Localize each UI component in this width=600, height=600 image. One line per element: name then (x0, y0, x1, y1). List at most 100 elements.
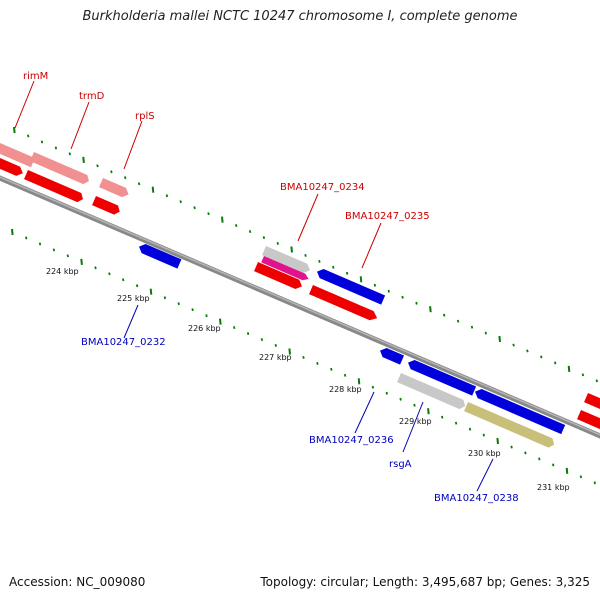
inner-major-tick (11, 228, 14, 236)
cds-edge-lower[interactable] (577, 410, 600, 430)
outer-tick-track (13, 126, 598, 383)
inner-minor-tick (399, 397, 402, 401)
outer-minor-tick (332, 265, 335, 269)
label-rplS[interactable]: rplS (135, 111, 155, 122)
outer-minor-tick (456, 319, 460, 323)
inner-minor-tick (510, 445, 513, 449)
inner-minor-tick (233, 326, 236, 330)
outer-major-tick (359, 276, 363, 283)
leader-BMA10247_0235 (361, 222, 382, 269)
label-leaders (14, 80, 494, 492)
inner-minor-tick (163, 296, 167, 300)
inner-minor-tick (552, 463, 555, 467)
outer-major-tick (13, 126, 16, 134)
inner-minor-tick (330, 367, 333, 371)
inner-minor-tick (52, 248, 56, 252)
outer-minor-tick (595, 379, 598, 383)
tick-label-227kbp: 227 kbp (259, 353, 292, 362)
cds-BMA10247_0232[interactable] (137, 242, 182, 269)
gene-BMA10247_0234[interactable] (262, 246, 312, 275)
outer-minor-tick (470, 325, 474, 329)
inner-minor-tick (441, 415, 444, 419)
outer-minor-tick (68, 152, 71, 156)
label-BMA10247_0234[interactable]: BMA10247_0234 (280, 182, 365, 193)
outer-minor-tick (304, 253, 307, 257)
outer-minor-tick (345, 271, 349, 275)
inner-minor-tick (191, 308, 194, 312)
outer-minor-tick (110, 170, 113, 174)
cds-edge-upper[interactable] (584, 393, 600, 411)
cds-BMA10247_0234[interactable] (254, 262, 304, 291)
inner-minor-tick (538, 457, 541, 461)
cds-rplS[interactable] (92, 196, 122, 216)
inner-major-tick (80, 258, 83, 265)
outer-minor-tick (581, 373, 585, 377)
gene-trmD[interactable] (30, 152, 91, 186)
label-BMA10247_0235[interactable]: BMA10247_0235 (345, 211, 430, 222)
map-title: Burkholderia mallei NCTC 10247 chromosom… (82, 9, 518, 24)
inner-minor-tick (468, 427, 472, 431)
tick-labels: 224 kbp 225 kbp 226 kbp 227 kbp 228 kbp … (46, 267, 570, 492)
cog-BMA10247_0238[interactable] (464, 402, 556, 449)
outer-major-tick (567, 365, 571, 372)
cds-trmD[interactable] (24, 170, 85, 204)
outer-minor-tick (248, 230, 252, 234)
outer-minor-tick (27, 134, 30, 138)
cds-BMA10247_0236[interactable] (378, 346, 405, 365)
inner-minor-tick (274, 343, 277, 347)
outer-minor-tick (401, 295, 404, 299)
outer-major-tick (429, 306, 432, 313)
cds-BMA10247_0235-reverse[interactable] (315, 267, 386, 305)
reverse-features (137, 242, 566, 449)
tick-label-230kbp: 230 kbp (468, 449, 501, 458)
outer-minor-tick (165, 194, 169, 198)
inner-minor-tick (302, 355, 305, 359)
inner-minor-tick (593, 481, 596, 485)
inner-minor-tick (524, 451, 527, 455)
tick-label-228kbp: 228 kbp (329, 385, 362, 394)
inner-minor-tick (316, 361, 319, 365)
label-BMA10247_0236[interactable]: BMA10247_0236 (309, 435, 394, 446)
outer-major-tick (221, 216, 224, 223)
tick-label-224kbp: 224 kbp (46, 267, 79, 276)
gene-rsgA[interactable] (397, 373, 467, 411)
outer-major-tick (82, 156, 85, 163)
inner-major-tick (427, 408, 430, 415)
inner-minor-tick (343, 373, 347, 377)
inner-minor-tick (205, 314, 208, 318)
outer-minor-tick (318, 259, 321, 263)
outer-minor-tick (54, 146, 58, 150)
leader-BMA10247_0234 (297, 193, 319, 242)
cds-rsgA[interactable] (406, 358, 477, 396)
cds-rimM[interactable] (0, 158, 25, 178)
cds-BMA10247_0238[interactable] (473, 387, 566, 435)
cds-BMA10247_0235[interactable] (309, 285, 379, 323)
inner-minor-tick (108, 272, 111, 276)
label-rsgA[interactable]: rsgA (389, 459, 412, 470)
inner-minor-tick (579, 475, 583, 479)
leader-BMA10247_0236 (354, 391, 375, 434)
label-BMA10247_0232[interactable]: BMA10247_0232 (81, 337, 166, 348)
outer-minor-tick (415, 301, 418, 305)
outer-major-tick (498, 335, 501, 343)
outer-minor-tick (207, 212, 210, 216)
outer-minor-tick (540, 355, 543, 359)
outer-major-tick (290, 246, 293, 253)
outer-minor-tick (179, 200, 182, 204)
inner-major-tick (219, 318, 222, 325)
inner-minor-tick (94, 266, 97, 270)
label-BMA10247_0238[interactable]: BMA10247_0238 (434, 493, 519, 504)
label-trmD[interactable]: trmD (79, 91, 105, 102)
label-rimM[interactable]: rimM (23, 71, 48, 82)
forward-features (0, 143, 600, 430)
outer-minor-tick (554, 361, 557, 365)
gene-rimM[interactable] (0, 143, 35, 168)
tick-label-225kbp: 225 kbp (117, 294, 150, 303)
inner-minor-tick (385, 391, 388, 395)
outer-minor-tick (526, 349, 529, 353)
inner-minor-tick (122, 278, 125, 282)
gene-rplS[interactable] (99, 178, 131, 199)
outer-major-tick (151, 186, 155, 193)
rna-BMA10247_0234[interactable] (261, 256, 310, 282)
